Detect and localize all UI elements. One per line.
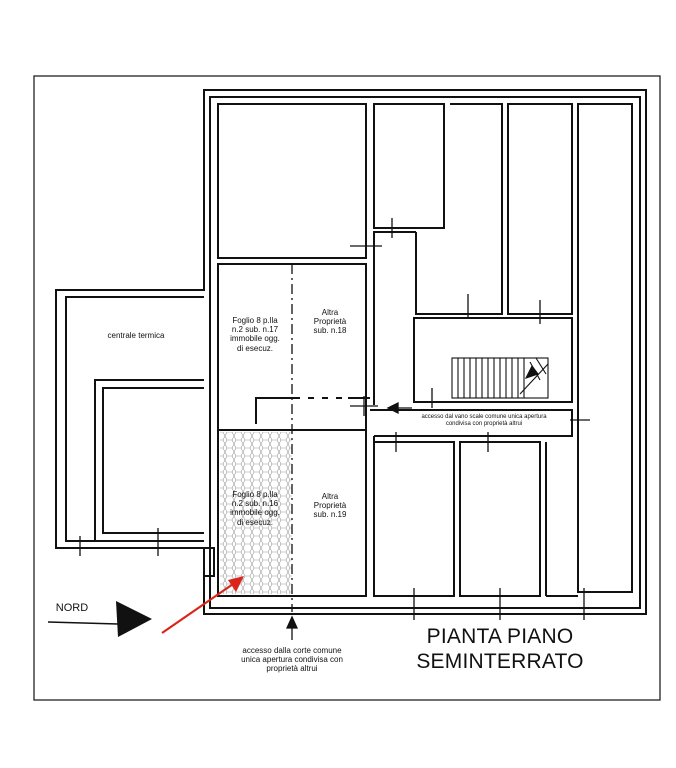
drawing-frame xyxy=(33,75,661,701)
court-access-label: accesso dalla corte comune unica apertur… xyxy=(241,646,343,674)
stair-access-label: accesso dal vano scale comune unica aper… xyxy=(421,414,547,427)
court-access-arrow xyxy=(285,615,299,640)
other-property-19-label: Altra Proprietà sub. n.19 xyxy=(313,492,347,520)
plan-title-line-1: PIANTA PIANO xyxy=(426,625,574,648)
plan-title: PIANTA PIANO SEMINTERRATO xyxy=(400,624,600,674)
unit-17-label: Foglio 8 p.lla n.2 sub. n.17 immobile og… xyxy=(230,316,280,353)
unit-16-label: Foglio 8 p.lla n.2 sub. n.16 immobile og… xyxy=(230,490,280,527)
stair-access-arrow xyxy=(386,401,412,415)
red-pointer-arrow xyxy=(161,576,244,634)
staircase xyxy=(451,357,549,399)
unit-16-hatch xyxy=(220,432,292,594)
door-ticks xyxy=(79,218,590,620)
plan-title-line-2: SEMINTERRATO xyxy=(416,650,584,674)
other-property-18-label: Altra Proprietà sub. n.18 xyxy=(313,308,347,336)
north-label: NORD xyxy=(55,602,89,614)
boiler-room-label: centrale termica xyxy=(107,331,165,340)
building-walls xyxy=(55,89,647,615)
north-arrow-icon xyxy=(47,601,152,637)
